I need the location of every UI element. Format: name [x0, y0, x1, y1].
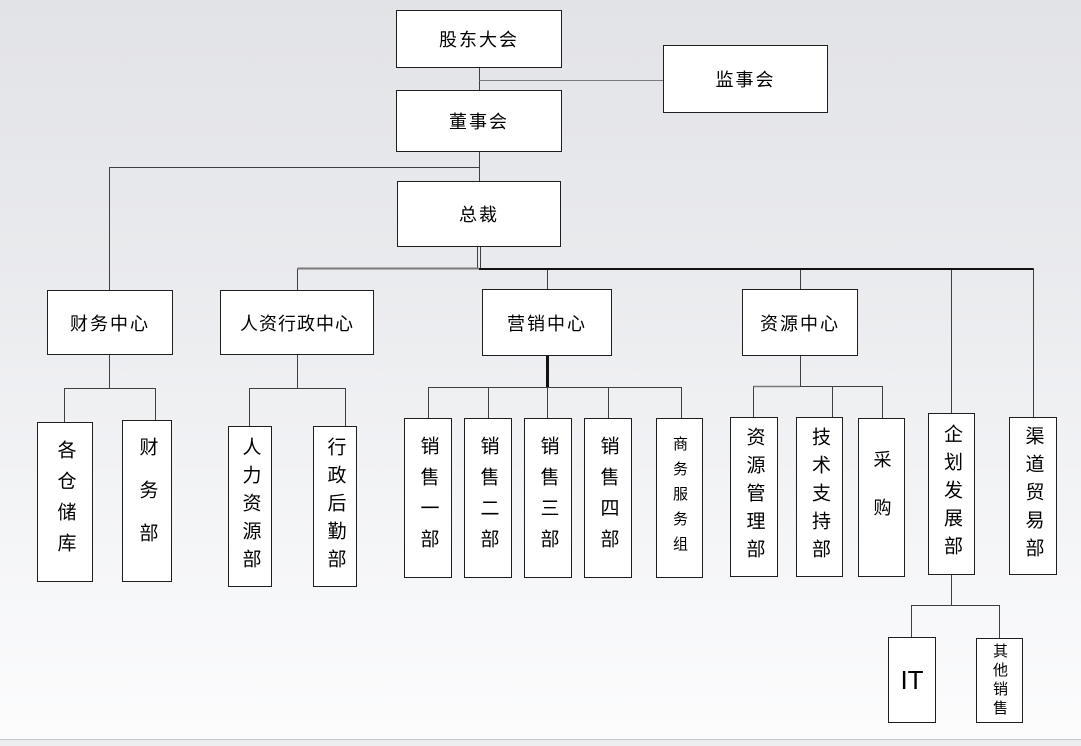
- edge-rail-resource-children: [753, 386, 883, 418]
- node-hr-dept: 人力资源部: [228, 426, 272, 587]
- node-channel-trade-dept: 渠道贸易部: [1009, 417, 1057, 575]
- node-admin-logistics-dept: 行政后勤部: [313, 426, 357, 587]
- edge-rail-planning-children: [911, 605, 1000, 638]
- node-president: 总裁: [397, 181, 561, 247]
- node-it-dept: IT: [888, 637, 936, 723]
- node-shareholders-meeting: 股东大会: [396, 10, 562, 68]
- node-hr-admin-center: 人资行政中心: [220, 290, 374, 355]
- node-planning-dev-dept: 企划发展部: [928, 413, 975, 575]
- node-business-service-group: 商务服务组: [656, 418, 703, 578]
- node-resource-center: 资源中心: [742, 289, 858, 356]
- node-other-sales: 其他销售: [976, 638, 1023, 723]
- node-sales-dept-1: 销售一部: [404, 418, 452, 578]
- node-warehouses: 各仓储库: [37, 422, 93, 582]
- node-supervisory-board: 监事会: [663, 45, 828, 113]
- node-board-of-directors: 董事会: [396, 90, 562, 152]
- node-sales-dept-3: 销售三部: [524, 418, 572, 578]
- node-sales-dept-2: 销售二部: [464, 418, 512, 578]
- node-finance-center: 财务中心: [47, 290, 173, 355]
- edge-rail-hr-admin-children: [249, 388, 346, 430]
- node-sales-dept-4: 销售四部: [584, 418, 632, 578]
- node-resource-mgmt-dept: 资源管理部: [730, 417, 778, 577]
- node-finance-dept: 财务部: [122, 420, 172, 582]
- window-bottom-edge: [0, 739, 1081, 746]
- node-procurement: 采购: [858, 418, 905, 577]
- edge-rail-marketing-children: [428, 387, 682, 418]
- node-tech-support-dept: 技术支持部: [796, 417, 843, 577]
- node-marketing-center: 营销中心: [482, 289, 612, 356]
